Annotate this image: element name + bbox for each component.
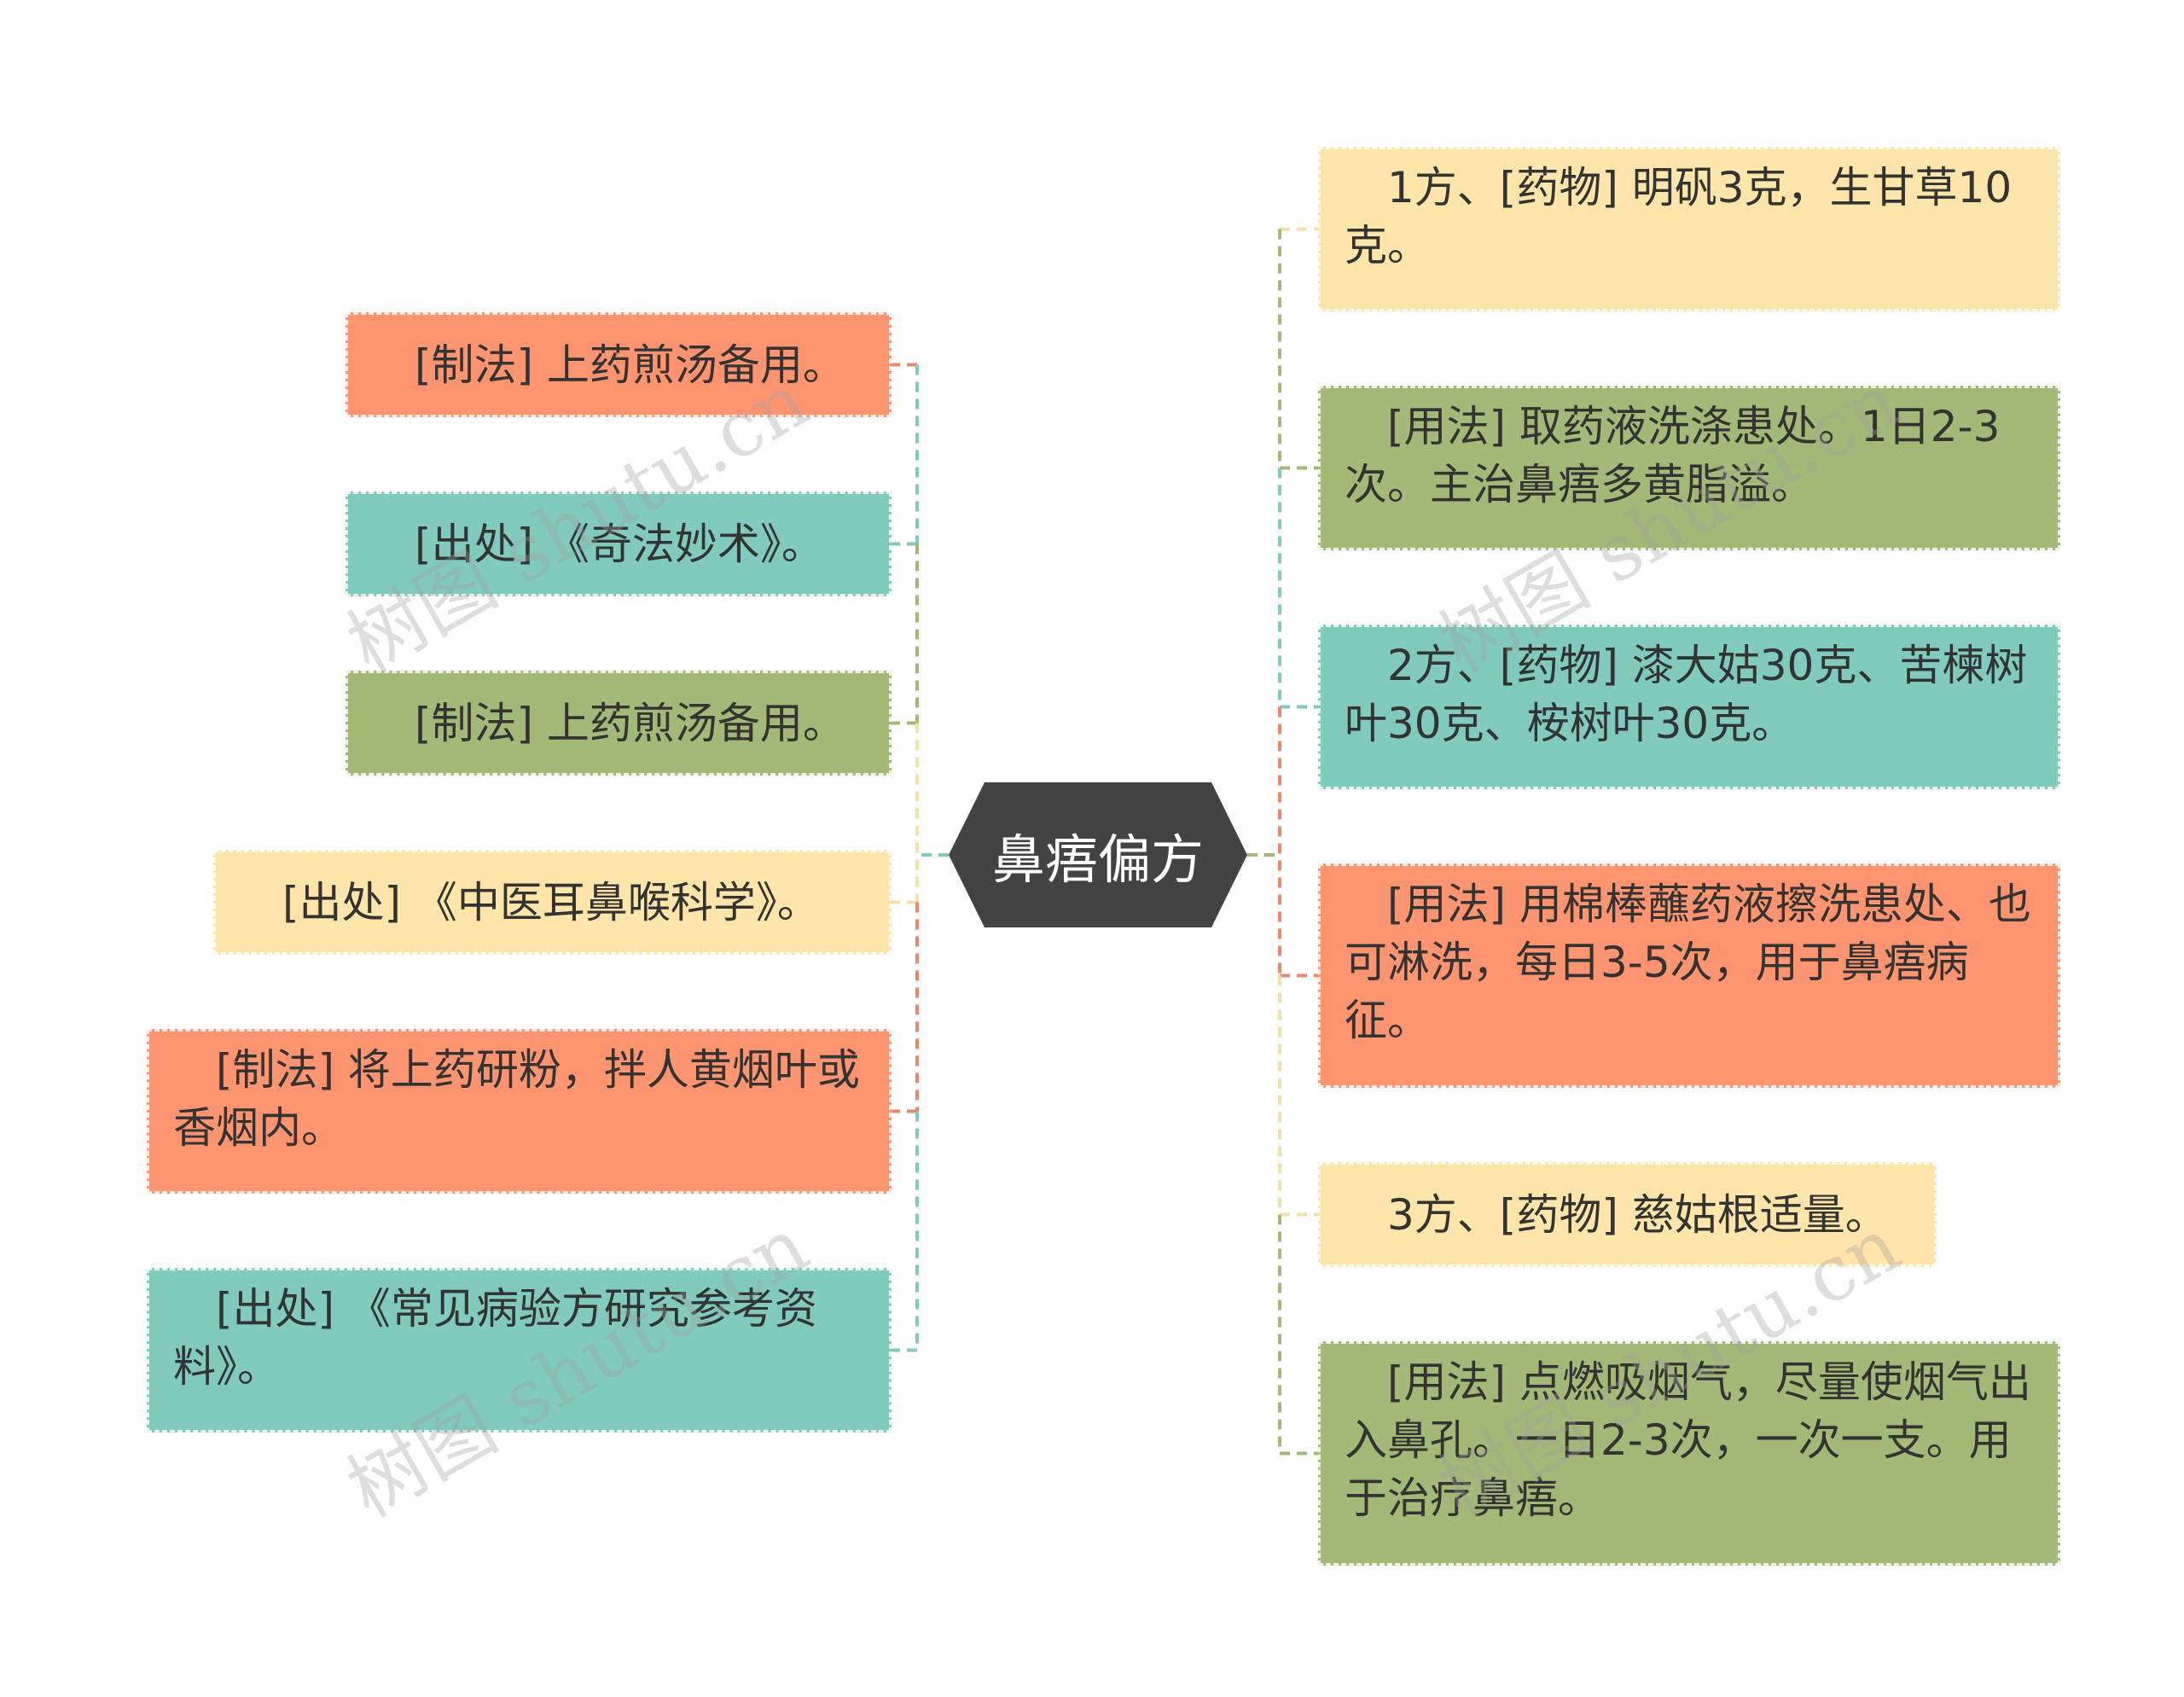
right-topic-4[interactable]: [用法] 用棉棒蘸药液擦洗患处、也可淋洗，每日3-5次，用于鼻痦病征。 <box>1318 863 2060 1088</box>
central-topic-label: 鼻痦偏方 <box>991 828 1204 891</box>
left-topic-4[interactable]: [出处] 《中医耳鼻喉科学》。 <box>213 850 892 955</box>
left-topic-2[interactable]: [出处] 《奇法妙术》。 <box>346 491 892 596</box>
right-topic-6[interactable]: [用法] 点燃吸烟气，尽量使烟气出入鼻孔。一日2-3次，一次一支。用于治疗鼻痦。 <box>1318 1341 2060 1566</box>
central-topic-shape <box>949 782 1247 927</box>
left-topic-3[interactable]: [制法] 上药煎汤备用。 <box>346 671 892 776</box>
central-topic[interactable]: 鼻痦偏方 <box>949 782 1247 927</box>
right-topic-3[interactable]: 2方、[药物] 漆大姑30克、苦楝树叶30克、桉树叶30克。 <box>1318 625 2060 789</box>
right-topic-2[interactable]: [用法] 取药液洗涤患处。1日2-3次。主治鼻痦多黄脂溢。 <box>1318 386 2060 550</box>
left-topic-6[interactable]: [出处] 《常见病验方研究参考资料》。 <box>147 1268 892 1433</box>
left-topic-1[interactable]: [制法] 上药煎汤备用。 <box>346 312 892 417</box>
left-topic-5[interactable]: [制法] 将上药研粉，拌人黄烟叶或香烟内。 <box>147 1029 892 1194</box>
right-topic-1[interactable]: 1方、[药物] 明矾3克，生甘草10克。 <box>1318 147 2060 311</box>
right-topic-5[interactable]: 3方、[药物] 慈姑根适量。 <box>1318 1162 1937 1267</box>
